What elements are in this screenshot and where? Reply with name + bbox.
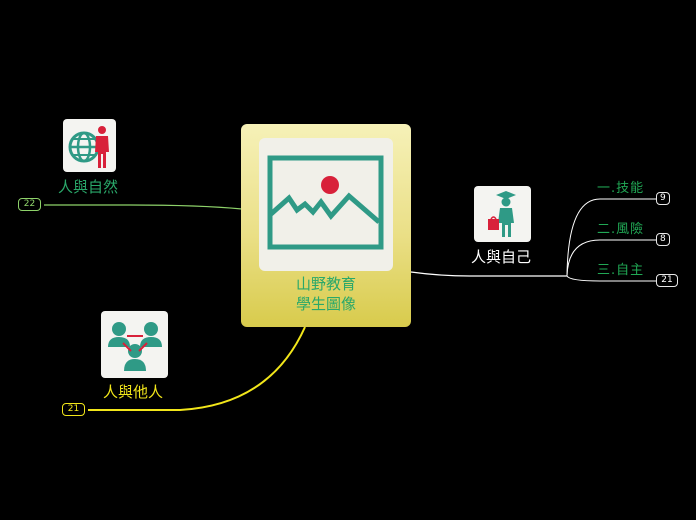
child-label-risk: 二.風險	[597, 222, 645, 237]
child-connector-1	[566, 198, 656, 277]
child-connector-2	[566, 239, 656, 277]
child-connector-3	[566, 275, 656, 282]
others-count-badge[interactable]: 21	[62, 403, 85, 416]
graduate-icon	[487, 191, 516, 237]
self-connector	[410, 271, 567, 277]
others-icon-box[interactable]	[101, 311, 168, 378]
others-label: 人與他人	[103, 383, 164, 401]
child-label-autonomy: 三.自主	[597, 263, 645, 278]
nature-icon-box[interactable]	[63, 119, 116, 172]
people-group-icon	[107, 321, 162, 371]
others-connector	[88, 326, 306, 411]
central-topic[interactable]: 山野教育 學生圖像	[241, 124, 411, 327]
image-placeholder-icon	[259, 138, 393, 271]
child-label-skills: 一.技能	[597, 181, 645, 196]
nature-label: 人與自然	[58, 178, 119, 196]
central-title: 山野教育 學生圖像	[295, 275, 356, 313]
nature-connector	[44, 204, 243, 210]
self-label: 人與自己	[471, 248, 532, 266]
child-count-autonomy[interactable]: 21	[656, 274, 678, 287]
self-icon-box[interactable]	[474, 186, 531, 242]
child-count-skills[interactable]: 9	[656, 192, 670, 205]
globe-person-icon	[68, 125, 109, 168]
nature-count-badge[interactable]: 22	[18, 198, 41, 211]
child-count-risk[interactable]: 8	[656, 233, 670, 246]
